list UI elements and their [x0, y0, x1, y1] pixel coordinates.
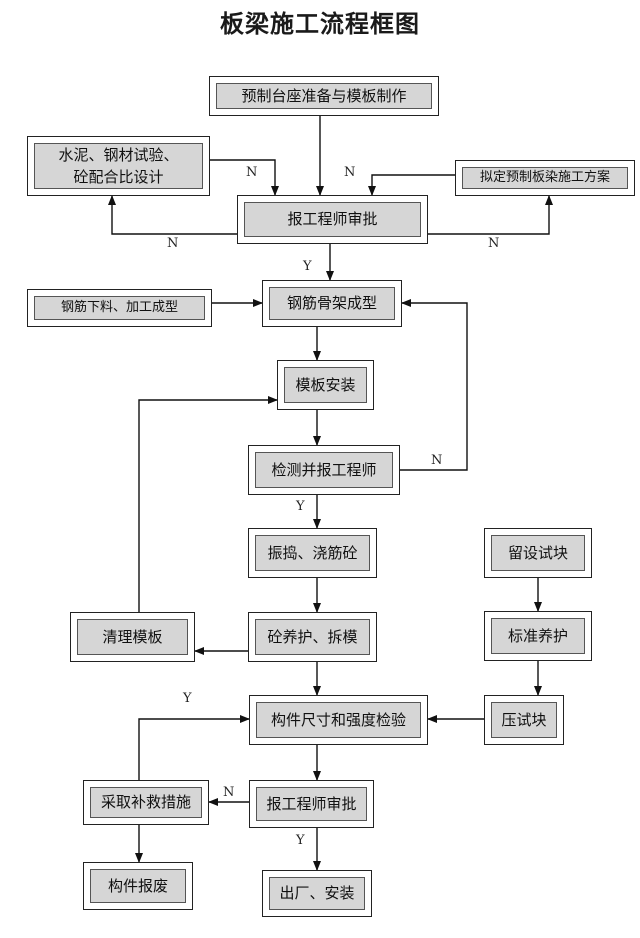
arrow-remedy-check [138, 715, 250, 780]
arrow-plan-review [368, 174, 455, 196]
node-scrap: 构件报废 [83, 862, 193, 910]
node-cure: 砼养护、拆模 [248, 612, 377, 662]
node-review2: 报工程师审批 [249, 780, 374, 828]
page-title: 板梁施工流程框图 [220, 10, 420, 38]
node-inspect: 检测并报工程师 [248, 445, 400, 495]
node-remedy: 采取补救措施 [83, 780, 209, 825]
node-tests-line2: 砼配合比设计 [73, 168, 164, 186]
arrow-clean-formwork [138, 396, 278, 612]
node-ship-label: 出厂、安装 [269, 877, 365, 910]
arrow-review-plan [428, 195, 553, 235]
node-scrap-label: 构件报废 [90, 869, 186, 903]
node-clean: 清理模板 [70, 612, 195, 662]
node-formwork-label: 模板安装 [284, 367, 367, 403]
label-n-review-tests: N [167, 236, 179, 251]
node-plan: 拟定预制板染施工方案 [455, 160, 635, 196]
label-y-remedy-check: Y [183, 691, 192, 706]
label-n-plan: N [344, 165, 356, 180]
node-pour-label: 振捣、浇筋砼 [255, 535, 370, 571]
node-review1: 报工程师审批 [237, 195, 428, 244]
node-clean-label: 清理模板 [77, 619, 188, 655]
node-cure-label: 砼养护、拆模 [255, 619, 370, 655]
label-n-tests: N [246, 165, 258, 180]
node-inspect-label: 检测并报工程师 [255, 452, 393, 488]
node-std-cure-label: 标准养护 [491, 618, 585, 654]
node-prep: 预制台座准备与模板制作 [209, 76, 439, 116]
node-check-label: 构件尺寸和强度检验 [256, 702, 421, 738]
node-rebar-cut-label: 钢筋下料、加工成型 [34, 296, 205, 320]
node-prep-label: 预制台座准备与模板制作 [216, 83, 432, 109]
node-tests-line1: 水泥、钢材试验、 [58, 145, 179, 164]
arrow-inspect-cage [400, 299, 468, 471]
arrow-review-tests [108, 195, 237, 235]
label-y-review2-ship: Y [296, 833, 305, 848]
node-remedy-label: 采取补救措施 [90, 787, 202, 818]
arrow-tests-review [210, 159, 279, 196]
node-check: 构件尺寸和强度检验 [249, 695, 428, 745]
node-formwork: 模板安装 [277, 360, 374, 410]
label-n-inspect-loop: N [431, 453, 443, 468]
node-ship: 出厂、安装 [262, 870, 372, 917]
label-n-review-plan: N [488, 236, 500, 251]
node-std-cure: 标准养护 [484, 611, 592, 661]
node-review1-label: 报工程师审批 [244, 202, 421, 237]
label-n-review2-remedy: N [223, 785, 235, 800]
node-review2-label: 报工程师审批 [256, 787, 367, 821]
node-tests-label: 水泥、钢材试验、 砼配合比设计 [34, 143, 203, 189]
node-press: 压试块 [484, 695, 564, 745]
node-sample: 留设试块 [484, 528, 592, 578]
node-tests: 水泥、钢材试验、 砼配合比设计 [27, 136, 210, 196]
node-rebar-cut: 钢筋下料、加工成型 [27, 289, 212, 327]
node-press-label: 压试块 [491, 702, 557, 738]
node-plan-label: 拟定预制板染施工方案 [462, 167, 628, 189]
node-cage-label: 钢筋骨架成型 [269, 287, 395, 320]
node-cage: 钢筋骨架成型 [262, 280, 402, 327]
node-pour: 振捣、浇筋砼 [248, 528, 377, 578]
label-y-review-cage: Y [303, 259, 312, 274]
label-y-inspect-pour: Y [296, 499, 305, 514]
node-sample-label: 留设试块 [491, 535, 585, 571]
